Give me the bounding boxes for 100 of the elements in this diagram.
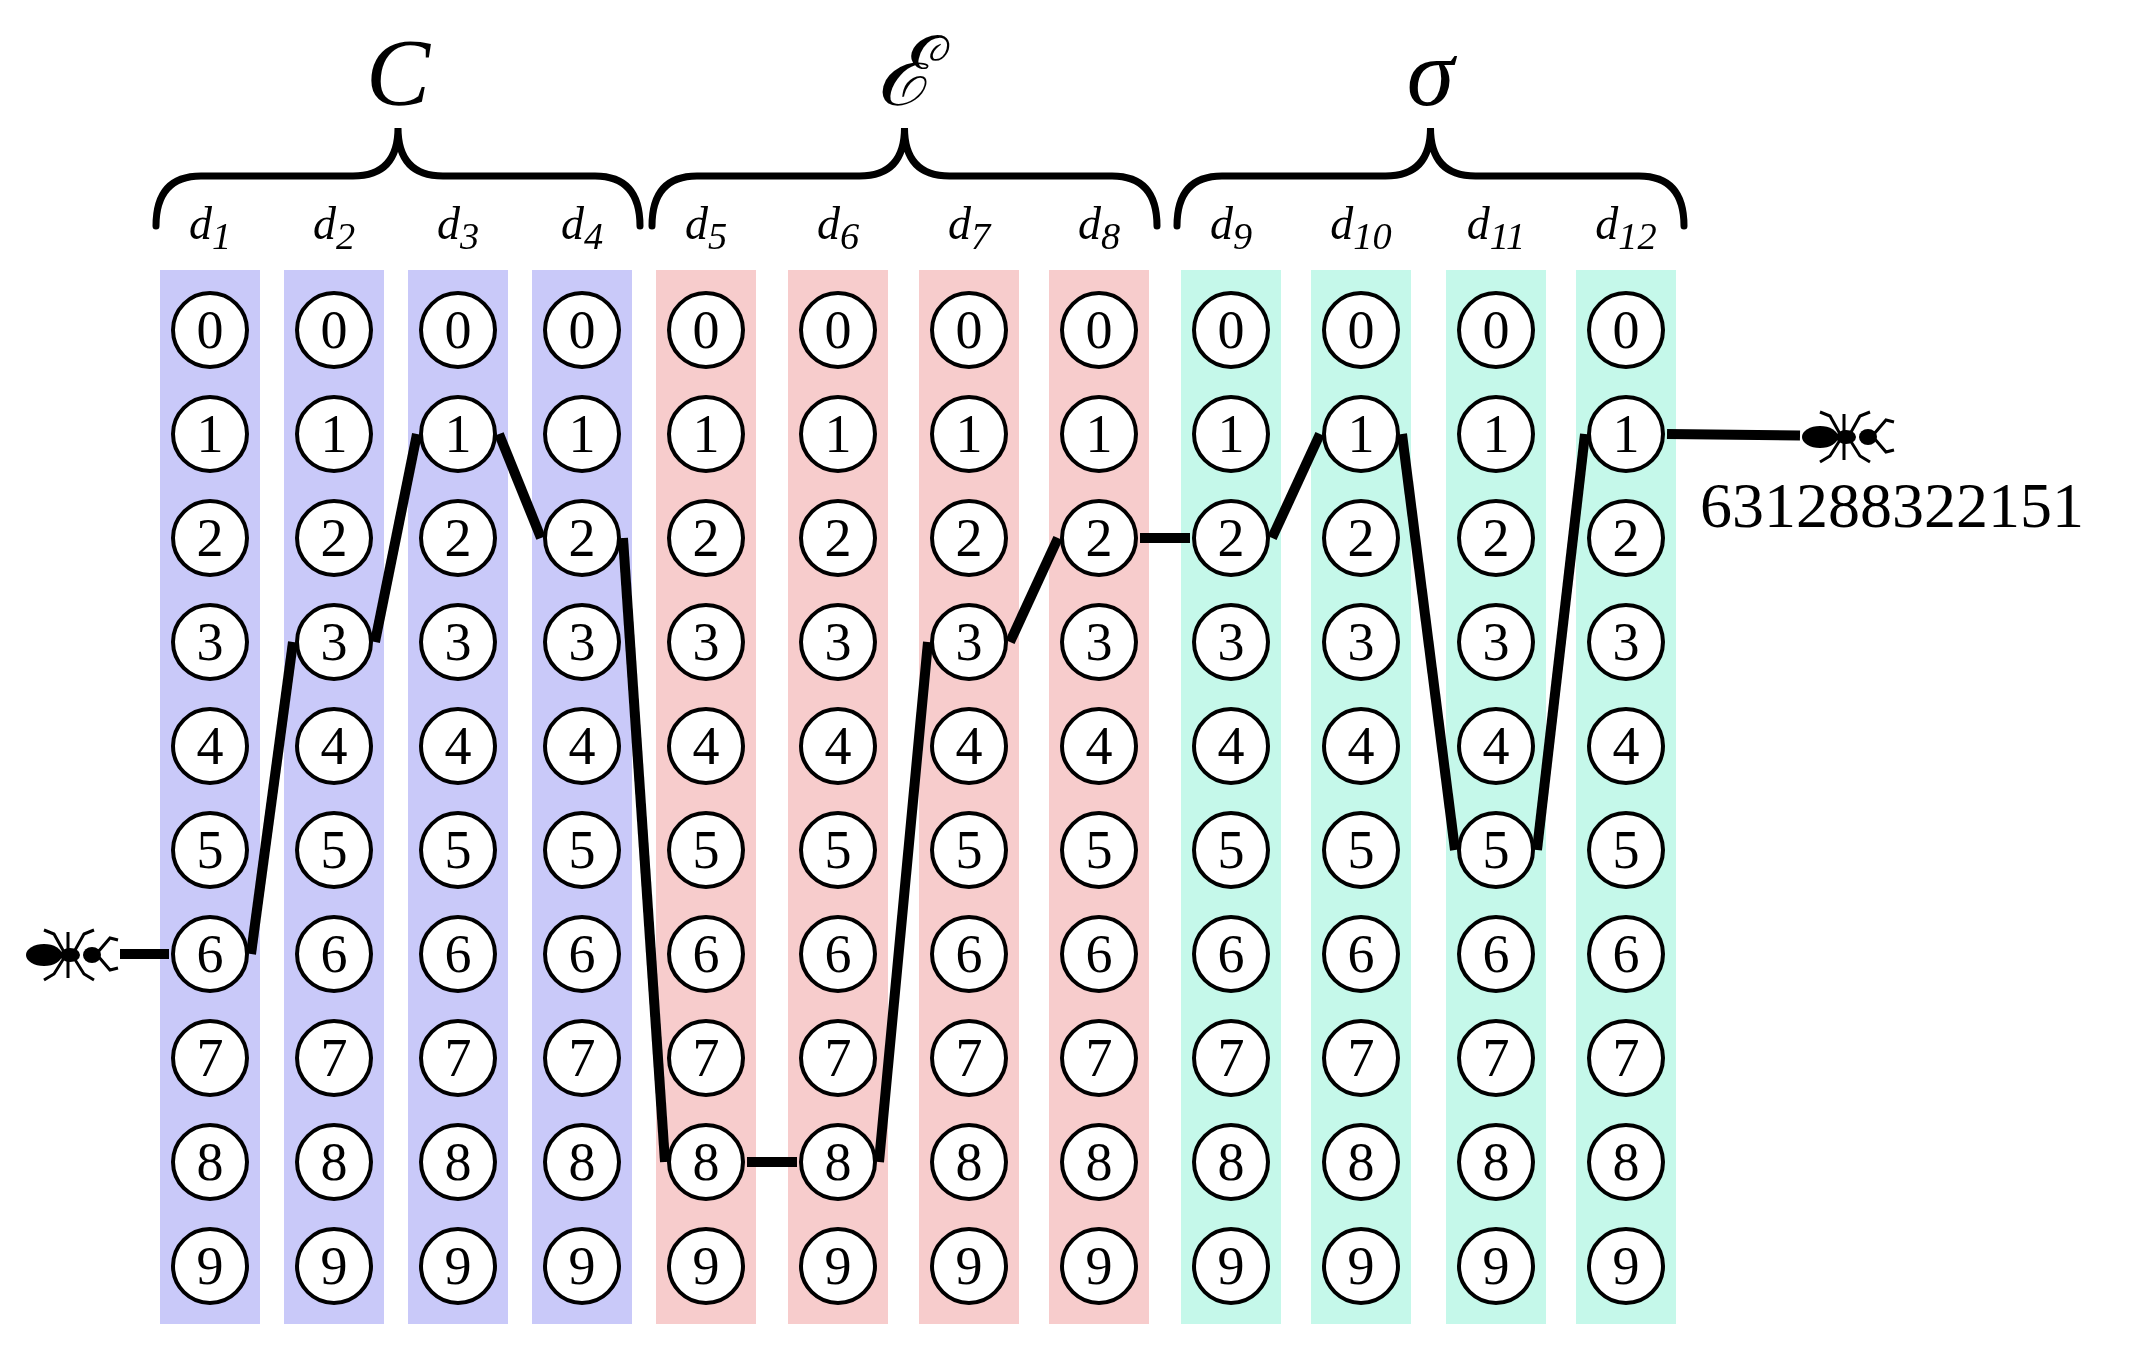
digit-circle: 7 [930,1019,1008,1097]
digit-circle: 4 [1457,707,1535,785]
digit-circle: 3 [1457,603,1535,681]
column-label: d$_{6}$ [815,197,861,260]
digit-circle: 8 [1587,1123,1665,1201]
digit-circle: 3 [295,603,373,681]
path-line [246,641,298,955]
column-label: d$_{10}$ [1329,197,1393,260]
digit-circle: 4 [667,707,745,785]
path-line [1666,429,1801,441]
digit-circle: 3 [1060,603,1138,681]
digit-circle: 4 [543,707,621,785]
digit-circle: 7 [543,1019,621,1097]
digit-circle: 2 [667,499,745,577]
digit-circle: 3 [1322,603,1400,681]
digit-circle: 6 [171,915,249,993]
digit-circle: 6 [1192,915,1270,993]
digit-circle: 9 [667,1227,745,1305]
digit-circle: 0 [1192,291,1270,369]
path-line [120,949,169,959]
digit-circle: 8 [799,1123,877,1201]
digit-circle: 8 [667,1123,745,1201]
digit-circle: 1 [1587,395,1665,473]
digit-circle: 3 [930,603,1008,681]
digit-circle: 2 [1587,499,1665,577]
number-label: 631288322151 [1700,469,2084,543]
digit-circle: 8 [1457,1123,1535,1201]
digit-circle: 8 [1322,1123,1400,1201]
digit-circle: 5 [171,811,249,889]
digit-circle: 3 [1192,603,1270,681]
digit-circle: 9 [419,1227,497,1305]
digit-circle: 6 [419,915,497,993]
digit-circle: 1 [1457,395,1535,473]
digit-circle: 3 [543,603,621,681]
digit-circle: 7 [295,1019,373,1097]
digit-circle: 8 [171,1123,249,1201]
digit-circle: 7 [1060,1019,1138,1097]
path-line [1267,431,1325,541]
digit-circle: 7 [419,1019,497,1097]
digit-circle: 4 [295,707,373,785]
digit-circle: 6 [295,915,373,993]
digit-circle: 0 [295,291,373,369]
path-line [370,433,422,643]
digit-circle: 4 [171,707,249,785]
path-line [494,432,546,540]
digit-circle: 1 [930,395,1008,473]
column-label: d$_{1}$ [187,197,233,260]
digit-circle: 5 [419,811,497,889]
digit-circle: 1 [543,395,621,473]
digit-circle: 0 [1060,291,1138,369]
digit-circle: 3 [1587,603,1665,681]
digit-circle: 4 [1322,707,1400,785]
digit-circle: 6 [1322,915,1400,993]
digit-circle: 9 [1192,1227,1270,1305]
digit-circle: 0 [171,291,249,369]
digit-circle: 7 [799,1019,877,1097]
digit-circle: 4 [799,707,877,785]
digit-circle: 9 [1060,1227,1138,1305]
digit-circle: 2 [1457,499,1535,577]
column-label: d$_{2}$ [311,197,357,260]
digit-circle: 9 [1322,1227,1400,1305]
digit-circle: 4 [419,707,497,785]
digit-circle: 6 [799,915,877,993]
digit-circle: 1 [419,395,497,473]
digit-circle: 2 [543,499,621,577]
digit-circle: 2 [295,499,373,577]
column-label: d$_{3}$ [435,197,481,260]
group-symbol: C [365,18,432,128]
digit-circle: 5 [295,811,373,889]
path-line [874,641,933,1163]
digit-circle: 0 [543,291,621,369]
digit-circle: 9 [930,1227,1008,1305]
digit-circle: 5 [930,811,1008,889]
digit-circle: 6 [1060,915,1138,993]
digit-circle: 1 [799,395,877,473]
digit-circle: 0 [1587,291,1665,369]
path-line [1397,433,1460,851]
digit-circle: 9 [171,1227,249,1305]
digit-circle: 8 [1192,1123,1270,1201]
digit-circle: 4 [930,707,1008,785]
digit-circle: 7 [1587,1019,1665,1097]
digit-circle: 0 [1457,291,1535,369]
column-label: d$_{9}$ [1208,197,1254,260]
path-line [1140,533,1190,543]
digit-circle: 5 [667,811,745,889]
digit-circle: 8 [543,1123,621,1201]
digit-circle: 2 [1322,499,1400,577]
digit-circle: 2 [1060,499,1138,577]
digit-circle: 0 [799,291,877,369]
digit-circle: 1 [1322,395,1400,473]
path-line [747,1157,797,1167]
digit-circle: 3 [171,603,249,681]
digit-circle: 8 [1060,1123,1138,1201]
digit-circle: 2 [930,499,1008,577]
digit-circle: 9 [295,1227,373,1305]
digit-circle: 1 [667,395,745,473]
digit-circle: 0 [667,291,745,369]
digit-circle: 5 [543,811,621,889]
digit-circle: 7 [1457,1019,1535,1097]
digit-circle: 2 [419,499,497,577]
